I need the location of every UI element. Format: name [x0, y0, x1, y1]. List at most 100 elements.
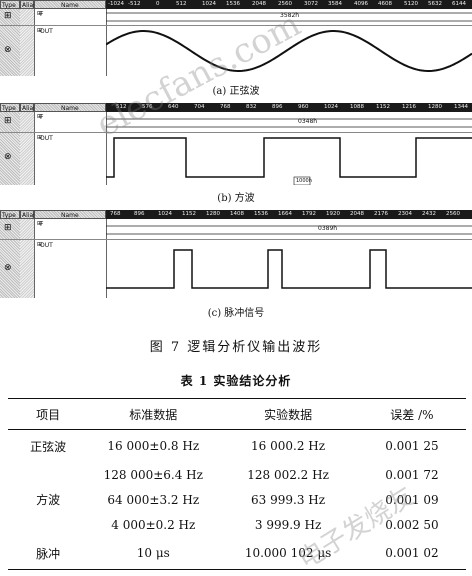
panel-header: Type Alias Name 768 896 1024 1152 1280 1…: [0, 210, 472, 219]
panel-header: Type Alias Name 512 576 640 704 768 832 …: [0, 103, 472, 112]
panel-header: Type Alias Name -1024 -512 0 512 1024 15…: [0, 0, 472, 9]
scale-tick: 1024: [202, 1, 216, 7]
scale-tick: 1792: [302, 211, 316, 217]
alias-cell: [20, 240, 35, 298]
measured-cell: 3 999.9 Hz: [254, 517, 322, 532]
pulse-waveform: [106, 249, 472, 289]
scale-tick: 1024: [158, 211, 172, 217]
scale-tick: 1536: [226, 1, 240, 7]
standard-cell: 4 000±0.2 Hz: [111, 517, 196, 532]
time-scale[interactable]: 768 896 1024 1152 1280 1408 1536 1664 17…: [106, 210, 472, 219]
scale-tick: 896: [272, 104, 283, 110]
measured-cell: 10.000 102 μs: [218, 537, 358, 570]
signal-row-f[interactable]: ⊞ ⊞ F 0348h: [0, 112, 472, 133]
type-cell: ⊞: [0, 219, 21, 239]
scale-tick: 2560: [278, 1, 292, 7]
error-cell: 0.001 72: [385, 467, 439, 482]
scale-tick: 1088: [350, 104, 364, 110]
name-column-header[interactable]: Name: [34, 103, 106, 112]
signal-name: ⊞ F: [37, 10, 44, 18]
type-cell: ⊞: [0, 9, 21, 25]
time-scale[interactable]: 512 576 640 704 768 832 896 960 1024 108…: [106, 103, 472, 112]
alias-column-header[interactable]: Alias: [20, 0, 37, 9]
bus-value-trace: [106, 118, 472, 128]
table-title: 表 1 实验结论分析: [180, 374, 292, 388]
waveform-panel-pulse: Type Alias Name 768 896 1024 1152 1280 1…: [0, 210, 472, 320]
scale-tick: 1152: [182, 211, 196, 217]
bus-value-track: 3582h: [106, 9, 472, 25]
signal-row-f[interactable]: ⊞ ⊞ F 3582h: [0, 9, 472, 26]
scale-tick: 2304: [398, 211, 412, 217]
type-column-header[interactable]: Type: [0, 103, 20, 112]
error-cell: 0.001 25: [385, 439, 439, 453]
type-cell: ⊗: [0, 26, 21, 76]
column-header: 实验数据: [218, 398, 358, 430]
name-column-header[interactable]: Name: [34, 0, 106, 9]
bus-icon: ⊞: [4, 223, 12, 233]
scale-tick: 1024: [324, 104, 338, 110]
standard-cell: 64 000±3.2 Hz: [107, 492, 200, 507]
scale-tick: 576: [142, 104, 153, 110]
bus-value-label: 0348h: [298, 118, 318, 125]
alias-column-header[interactable]: Alias: [20, 210, 37, 219]
output-signal-icon: ⊗: [4, 263, 12, 273]
error-cell: 0.001 09: [385, 492, 439, 507]
scale-tick: 1920: [326, 211, 340, 217]
signal-name: ⊞ F: [37, 220, 44, 228]
name-cell: ⊞ F: [34, 219, 107, 239]
alias-cell: [20, 133, 35, 185]
scale-tick: 1152: [376, 104, 390, 110]
signal-row-f[interactable]: ⊞ ⊞ F 0389h: [0, 219, 472, 240]
name-column-header[interactable]: Name: [34, 210, 106, 219]
results-table: 项目 标准数据 实验数据 误差 /% 正弦波 16 000±0.8 Hz 16 …: [8, 398, 466, 570]
scale-tick: 2048: [350, 211, 364, 217]
type-column-header[interactable]: Type: [0, 210, 20, 219]
scale-tick: 1280: [428, 104, 442, 110]
column-header: 标准数据: [88, 398, 219, 430]
alias-column-header[interactable]: Alias: [20, 103, 37, 112]
scale-tick: 512: [176, 1, 187, 7]
alias-cell: [20, 112, 35, 132]
scale-tick: 0: [156, 1, 160, 7]
column-header: 项目: [8, 398, 89, 430]
scale-tick: -1024: [108, 1, 124, 7]
type-cell: ⊞: [0, 112, 21, 132]
subfigure-caption: (b) 方波: [217, 193, 255, 204]
scale-tick: 4608: [378, 1, 392, 7]
type-cell: ⊗: [0, 133, 21, 185]
scale-tick: 2432: [422, 211, 436, 217]
signal-row-out[interactable]: ⊗ ⊞ OUT: [0, 240, 472, 298]
name-cell: ⊞ F: [34, 112, 107, 132]
table-row: 4 000±0.2 Hz 3 999.9 Hz 0.002 50: [8, 512, 466, 537]
scale-tick: 1280: [206, 211, 220, 217]
figure-title: 图 7 逻辑分析仪输出波形: [149, 340, 323, 355]
name-cell: ⊞ OUT: [34, 133, 107, 185]
alias-cell: [20, 219, 35, 239]
signal-name: ⊞ OUT: [37, 134, 53, 142]
signal-name: ⊞ OUT: [37, 27, 53, 35]
table-row: 脉冲 10 μs 10.000 102 μs 0.001 02: [8, 537, 466, 570]
signal-name: ⊞ F: [37, 113, 44, 121]
scale-tick: 1344: [454, 104, 468, 110]
table-row: 正弦波 16 000±0.8 Hz 16 000.2 Hz 0.001 25: [8, 430, 466, 463]
signal-row-out[interactable]: ⊗ ⊞ OUT 1000h: [0, 133, 472, 186]
scale-tick: 2176: [374, 211, 388, 217]
subfigure-caption: (a) 正弦波: [212, 86, 260, 97]
scale-tick: 6144: [452, 1, 466, 7]
scale-tick: 1536: [254, 211, 268, 217]
square-waveform: [106, 137, 472, 186]
time-scale[interactable]: -1024 -512 0 512 1024 1536 2048 2560 307…: [106, 0, 472, 9]
waveform-panel-square: Type Alias Name 512 576 640 704 768 832 …: [0, 103, 472, 204]
signal-row-out[interactable]: ⊗ ⊞ OUT: [0, 26, 472, 76]
type-column-header[interactable]: Type: [0, 0, 20, 9]
bus-value-track: 0348h: [106, 112, 472, 132]
measured-cell: 128 002.2 Hz: [247, 467, 329, 482]
scale-tick: 3072: [304, 1, 318, 7]
scale-tick: 768: [110, 211, 121, 217]
bus-value-trace: [106, 225, 472, 235]
cursor-marker-label: 1000h: [296, 178, 312, 184]
table-header-row: 项目 标准数据 实验数据 误差 /%: [8, 398, 466, 430]
scale-tick: 640: [168, 104, 179, 110]
subfigure-caption: (c) 脉冲信号: [207, 308, 265, 319]
error-cell: 0.002 50: [385, 517, 439, 532]
